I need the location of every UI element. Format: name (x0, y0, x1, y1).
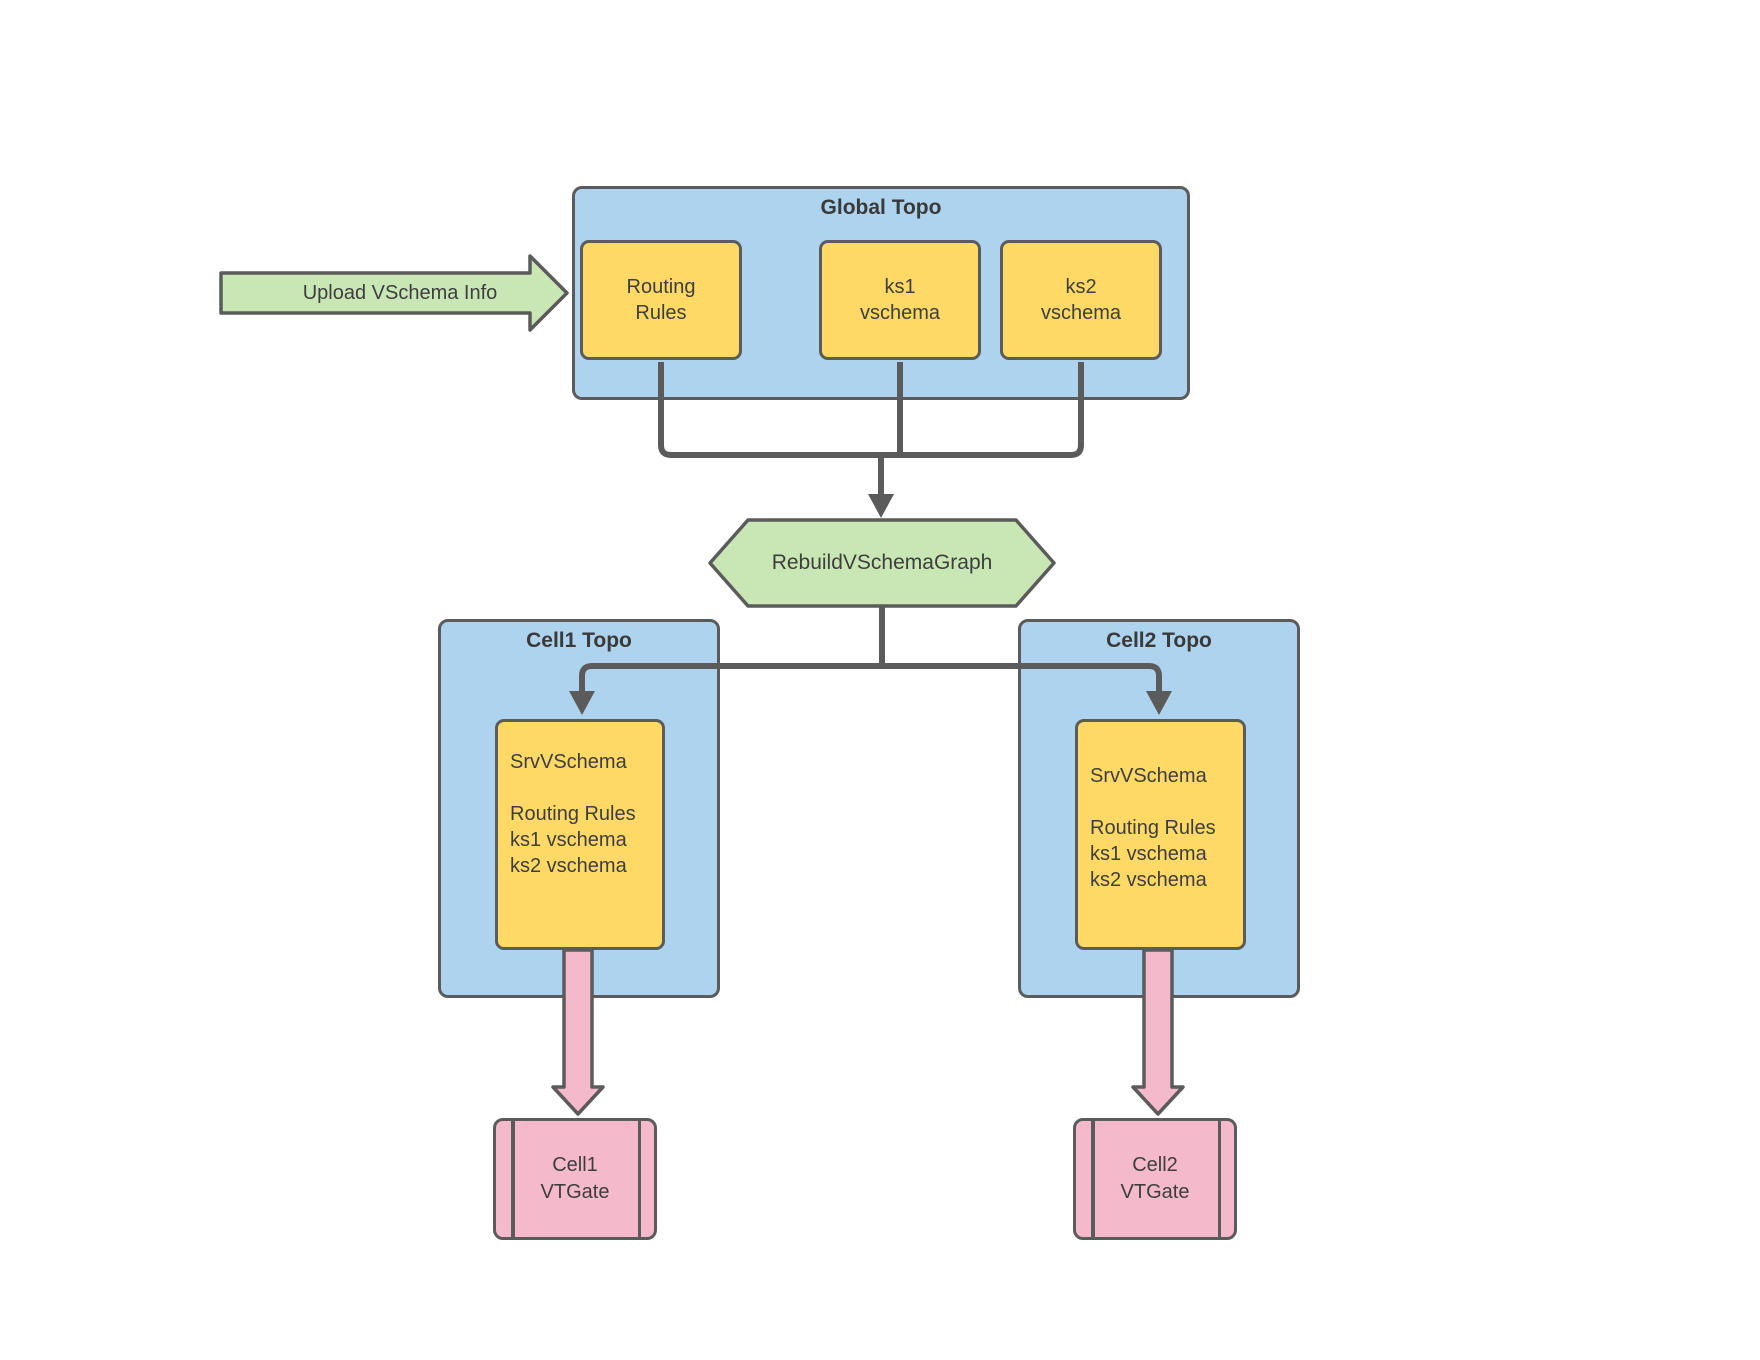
global-topo-title: Global Topo (820, 196, 942, 219)
cell1-srv-vschema-node: SrvVSchema Routing Rules ks1 vschema ks2… (495, 719, 665, 950)
cell2-vtgate-label: Cell2 VTGate (1120, 1154, 1190, 1203)
vtgate-inner-line-left (511, 1121, 515, 1237)
cell2-srv-vschema-text: SrvVSchema Routing Rules ks1 vschema ks2… (1090, 765, 1216, 891)
vtgate-inner-line-right (637, 1121, 641, 1237)
node-ks2-vschema-label: ks2 vschema (1040, 276, 1122, 324)
cell2-vtgate-box: Cell2 VTGate (1073, 1118, 1237, 1240)
upload-vschema-label: Upload VSchema Info (302, 282, 498, 304)
cell1-vtgate-box: Cell1 VTGate (493, 1118, 657, 1240)
cell1-topo-title: Cell1 Topo (526, 629, 632, 652)
cell1-srv-vschema-text: SrvVSchema Routing Rules ks1 vschema ks2… (510, 751, 636, 877)
node-routing-rules-label: Routing Rules (626, 276, 696, 324)
vtgate-inner-line-left (1091, 1121, 1095, 1237)
cell2-topo-title: Cell2 Topo (1106, 629, 1212, 652)
node-ks1-vschema: ks1 vschema (819, 240, 981, 360)
cell1-vtgate-label: Cell1 VTGate (540, 1154, 610, 1203)
arrowhead-to-rebuild (868, 494, 894, 518)
vtgate-inner-line-right (1217, 1121, 1221, 1237)
node-ks2-vschema: ks2 vschema (1000, 240, 1162, 360)
rebuild-label: RebuildVSchemaGraph (771, 551, 993, 574)
node-ks1-vschema-label: ks1 vschema (859, 276, 941, 324)
cell2-srv-vschema-node: SrvVSchema Routing Rules ks1 vschema ks2… (1075, 719, 1246, 950)
node-routing-rules: Routing Rules (580, 240, 742, 360)
